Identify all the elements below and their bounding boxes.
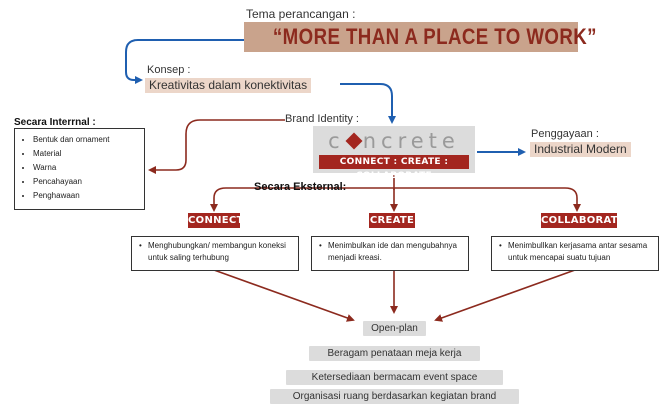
tema-label: Tema perancangan : — [246, 7, 356, 21]
konsep-label: Konsep : — [147, 64, 191, 76]
internal-item: Bentuk dan ornament — [33, 133, 144, 147]
collaborate-tag: COLLABORATE — [541, 213, 626, 228]
outcome-pill: Ketersediaan bermacam event space — [286, 370, 503, 385]
branch-collaborate — [394, 187, 581, 212]
penggayaan-value: Industrial Modern — [530, 142, 631, 157]
arrow-connect-to-outcomes — [213, 269, 355, 322]
cube-icon — [345, 132, 363, 150]
konsep-value: Kreativitas dalam konektivitas — [145, 78, 312, 93]
internal-list: Bentuk dan ornament Material Warna Penca… — [15, 129, 144, 203]
logo-wordmark-left: c — [328, 129, 345, 153]
bullet-icon: • — [319, 241, 322, 250]
internal-item: Material — [33, 147, 144, 161]
brand-identity-label: Brand Identity : — [285, 113, 359, 125]
outcome-pill: Beragam penataan meja kerja — [309, 346, 480, 361]
arrow-tema-to-konsep — [125, 39, 244, 84]
bullet-icon: • — [499, 241, 502, 250]
outcome-pill: Organisasi ruang berdasarkan kegiatan br… — [270, 389, 519, 404]
internal-list-box: Bentuk dan ornament Material Warna Penca… — [14, 128, 145, 210]
internal-item: Penghawaan — [33, 189, 144, 203]
arrow-collaborate-to-outcomes — [434, 269, 576, 322]
internal-item: Warna — [33, 161, 144, 175]
connect-description-text: Menghubungkan/ membangun koneksi untuk s… — [148, 241, 286, 262]
arrow-brand-to-internal — [148, 119, 285, 174]
collaborate-description: • Menimbullkan kerjasama antar sesama un… — [491, 236, 659, 271]
bullet-icon: • — [139, 241, 142, 250]
logo-tagline-strip: CONNECT : CREATE : COLLABORATE — [319, 155, 469, 181]
eksternal-title: Secara Eksternal: — [254, 181, 347, 193]
internal-title: Secara Interrnal : — [14, 117, 96, 128]
connect-description: • Menghubungkan/ membangun koneksi untuk… — [131, 236, 299, 271]
penggayaan-label: Penggayaan : — [531, 128, 599, 140]
internal-item: Pencahayaan — [33, 175, 144, 189]
create-description: • Menimbulkan ide dan mengubahnya menjad… — [311, 236, 469, 271]
arrow-konsep-to-brand — [340, 83, 396, 124]
collaborate-description-text: Menimbullkan kerjasama antar sesama untu… — [508, 241, 648, 262]
outcome-pill: Open-plan — [363, 321, 426, 336]
branch-connect — [210, 187, 394, 212]
logo-wordmark-right: ncrete — [362, 129, 460, 153]
create-description-text: Menimbulkan ide dan mengubahnya menjadi … — [328, 241, 457, 262]
connect-tag: CONNECT — [188, 213, 244, 228]
create-tag: CREATE — [369, 213, 415, 228]
main-title: “MORE THAN A PLACE TO WORK” — [244, 22, 596, 52]
